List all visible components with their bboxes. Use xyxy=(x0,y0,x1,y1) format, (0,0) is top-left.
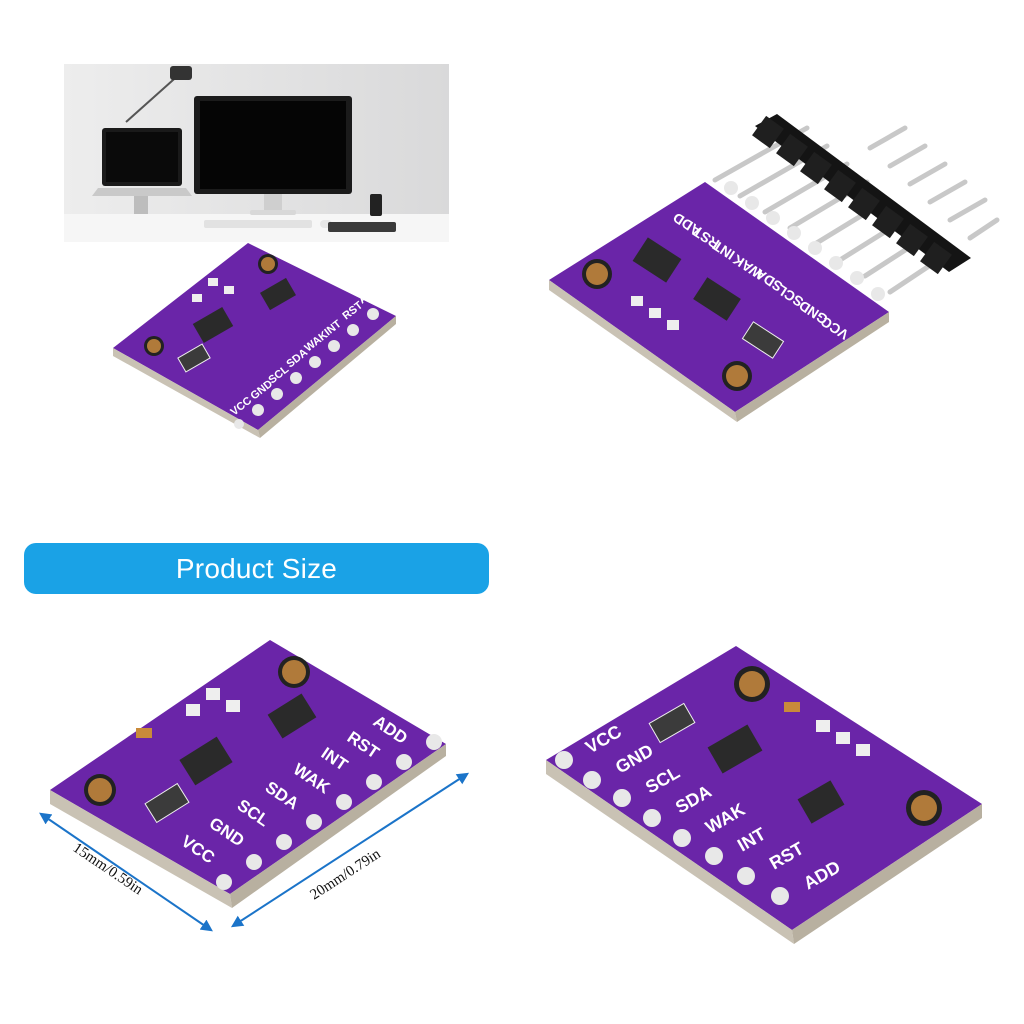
sensor-board-dimensioned: ADD RST INT WAK SDA SCL GND VCC 15mm/0.5… xyxy=(36,632,476,942)
product-size-banner: Product Size xyxy=(24,543,489,594)
sensor-board-with-pins: ADD RST INT WAK SDA SCL GND VCC xyxy=(545,108,1005,428)
desk-scene-photo xyxy=(64,64,449,242)
product-size-label: Product Size xyxy=(175,552,338,584)
length-arrow xyxy=(230,772,470,928)
pin-label-add: ADD xyxy=(356,282,382,306)
width-arrow xyxy=(39,812,213,932)
sensor-board-small: VCC GND SCL SDA WAK INT RST ADD xyxy=(108,238,398,438)
sensor-board-rotated: VCC GND SCL SDA WAK INT RST ADD xyxy=(540,642,990,947)
length-dimension-label: 20mm/0.79in xyxy=(307,846,384,903)
